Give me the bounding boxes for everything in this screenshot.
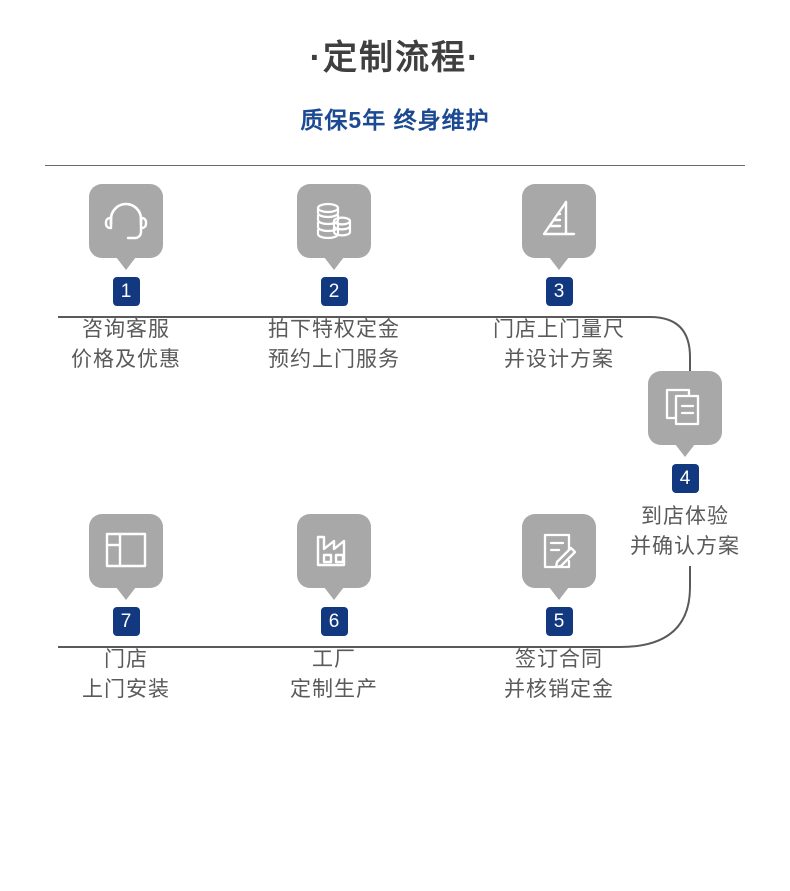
page-header: ·定制流程· 质保5年 终身维护 [0,0,790,166]
step-5-line2: 并核销定金 [504,677,614,701]
step-6-line2: 定制生产 [290,677,378,701]
step-2[interactable]: 2 拍下特权定金 预约上门服务 [249,183,419,375]
step-6-line1: 工厂 [312,647,356,671]
step-1-line2: 价格及优惠 [71,347,181,371]
step-6-caption: 工厂 定制生产 [249,645,419,705]
step-2-icon-container [297,183,371,258]
step-1[interactable]: 1 咨询客服 价格及优惠 [41,183,211,375]
ruler-icon [542,200,576,235]
step-2-number: 2 [320,276,348,306]
step-6[interactable]: 6 工厂 定制生产 [249,513,419,705]
step-4-icon-container [648,370,722,445]
factory-icon [316,535,346,566]
step-6-number: 6 [320,606,348,636]
step-4-line1: 到店体验 [641,504,729,528]
step-7-caption: 门店 上门安装 [41,645,211,705]
step-3-line2: 并设计方案 [504,347,614,371]
header-divider [45,164,745,166]
step-5-icon-container [522,513,596,588]
step-3-line1: 门店上门量尺 [493,317,625,341]
step-6-icon-container [297,513,371,588]
cabinet-icon [105,532,147,567]
step-5-line1: 签订合同 [515,647,603,671]
headset-icon [104,202,148,239]
contract-pen-icon [543,533,577,568]
step-1-number: 1 [112,276,140,306]
step-1-line1: 咨询客服 [82,317,170,341]
step-1-icon-container [89,183,163,258]
step-3-number: 3 [545,276,573,306]
page-subtitle: 质保5年 终身维护 [300,106,490,133]
step-7[interactable]: 7 门店 上门安装 [41,513,211,705]
step-2-caption: 拍下特权定金 预约上门服务 [249,315,419,375]
step-7-line2: 上门安装 [82,677,170,701]
step-4[interactable]: 4 到店体验 并确认方案 [600,370,770,562]
step-2-line2: 预约上门服务 [268,347,400,371]
step-2-line1: 拍下特权定金 [268,317,400,341]
step-1-caption: 咨询客服 价格及优惠 [41,315,211,375]
step-5[interactable]: 5 签订合同 并核销定金 [474,513,644,705]
step-5-number: 5 [545,606,573,636]
process-flow-diagram: 1 咨询客服 价格及优惠 2 拍下特权定金 [0,166,790,766]
step-4-number: 4 [671,463,699,493]
step-5-caption: 签订合同 并核销定金 [474,645,644,705]
coins-icon [316,202,352,239]
step-3-icon-container [522,183,596,258]
step-7-icon-container [89,513,163,588]
documents-icon [665,388,700,425]
step-7-line1: 门店 [104,647,148,671]
step-3-caption: 门店上门量尺 并设计方案 [474,315,644,375]
step-7-number: 7 [112,606,140,636]
step-4-caption: 到店体验 并确认方案 [600,502,770,562]
step-3[interactable]: 3 门店上门量尺 并设计方案 [474,183,644,375]
step-4-line2: 并确认方案 [630,534,740,558]
page-title: ·定制流程· [309,39,481,77]
